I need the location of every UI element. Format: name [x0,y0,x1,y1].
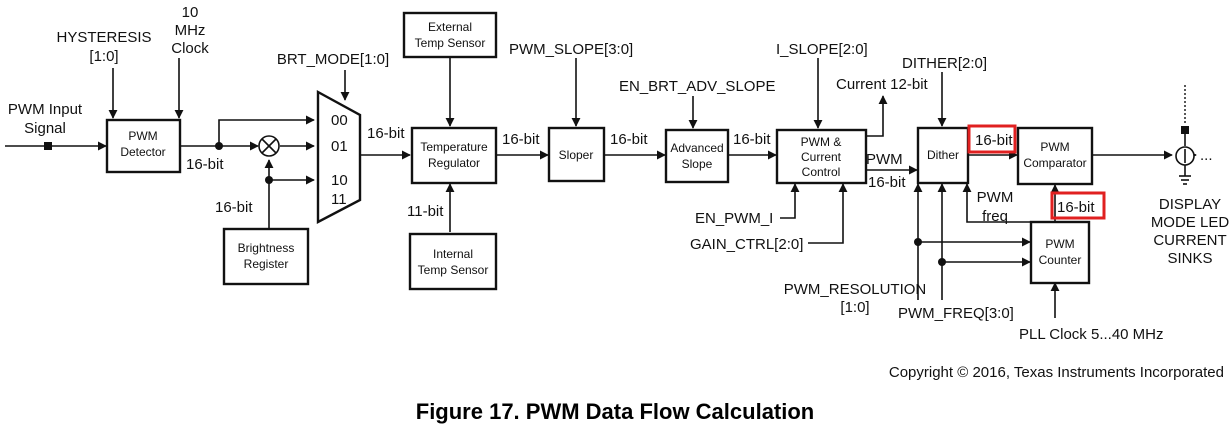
pwm-out-label: PWM [866,151,903,168]
pwm-freq-label: freq [982,208,1008,225]
block-label-line: Temperature [420,140,488,154]
block-label-line: Regulator [428,156,480,170]
gain-ctrl-label: GAIN_CTRL[2:0] [690,236,803,253]
pwm-resolution-label: [1:0] [840,299,869,316]
connections [5,57,1197,318]
pwm-current-control-block: PWM & Current Control [775,128,868,185]
width-label: 16-bit [975,132,1013,149]
clock-label: Clock [171,40,209,57]
signal-labels: PWM Input Signal HYSTERESIS [1:0] 10 MHz… [8,4,1229,343]
figure-caption: Figure 17. PWM Data Flow Calculation [416,399,815,424]
block-label-line: Counter [1039,253,1082,267]
clock-label: 10 [182,4,199,21]
block-label-line: Sloper [559,148,594,162]
multiplier-symbol [258,135,280,157]
display-label: SINKS [1167,250,1212,267]
block-label-line: Control [802,165,841,179]
internal-temp-sensor-block: Internal Temp Sensor [408,232,498,291]
width-label: 16-bit [1057,199,1095,216]
mux-in-00-line [218,115,315,146]
hysteresis-label: HYSTERESIS [56,29,151,46]
pwm-resolution-bus [917,237,1031,300]
block-label-line: External [428,20,472,34]
mux-input-label: 10 [331,172,348,189]
block-label-line: Temp Sensor [418,263,489,277]
pwm-freq-label: PWM [977,189,1014,206]
display-label: MODE LED [1151,214,1230,231]
en-brt-adv-slope-label: EN_BRT_ADV_SLOPE [619,78,775,95]
sloper-block: Sloper [547,126,606,183]
width-label: 16-bit [610,131,648,148]
dither-block: Dither [916,126,970,185]
temperature-regulator-block: Temperature Regulator [410,126,498,185]
external-temp-sensor-block: External Temp Sensor [402,11,498,59]
brightness-register-block: Brightness Register [222,227,310,286]
ellipsis-label: ... [1200,147,1213,164]
block-label-line: Temp Sensor [415,36,486,50]
pwm-input-label: PWM Input [8,101,83,118]
block-label-line: Brightness [238,241,295,255]
en-pwm-i-line [780,183,800,219]
display-label: DISPLAY [1159,196,1221,213]
pwm-detector-block: PWM Detector [105,118,182,174]
i-slope-label: I_SLOPE[2:0] [776,41,868,58]
width-label: 16-bit [502,131,540,148]
en-pwm-i-label: EN_PWM_I [695,210,773,227]
pwm-input-label: Signal [24,120,66,137]
led-current-sink-symbol [1175,85,1195,185]
brt-mode-label: BRT_MODE[1:0] [277,51,389,68]
clock-label: MHz [175,22,206,39]
counter-out-highlight [1050,191,1106,220]
block-label-line: Slope [682,157,713,171]
pll-clock-label: PLL Clock 5...40 MHz [1019,326,1164,343]
width-label: 16-bit [733,131,771,148]
pwm-resolution-label: PWM_RESOLUTION [784,281,927,298]
block-label-line: PWM [128,129,157,143]
block-label-line: PWM [1040,140,1069,154]
pwm-counter-block: PWM Counter [1029,220,1091,285]
pwm-comparator-block: PWM Comparator [1016,126,1094,186]
width-label: 16-bit [186,156,224,173]
current-out-line [866,95,888,137]
current-12bit-label: Current 12-bit [836,76,929,93]
dither-bits-label: DITHER[2:0] [902,55,987,72]
block-label-line: Advanced [670,141,723,155]
pwm-freq-feedback-line [962,183,1030,223]
gain-ctrl-line [808,183,848,244]
width-label: 11-bit [407,203,444,220]
width-label: 16-bit [868,174,906,191]
pwm-slope-label: PWM_SLOPE[3:0] [509,41,633,58]
mux-input-label: 01 [331,138,348,155]
pwm-freq-bits-label: PWM_FREQ[3:0] [898,305,1014,322]
block-label-line: PWM & [801,135,842,149]
mux-input-label: 00 [331,112,348,129]
block-label-line: Internal [433,247,473,261]
block-label-line: Dither [927,148,959,162]
display-label: CURRENT [1153,232,1226,249]
block-label-line: Comparator [1023,156,1086,170]
width-label: 16-bit [367,125,405,142]
width-label: 16-bit [215,199,253,216]
pwm-freq-bus [941,257,1031,300]
block-label-line: Register [244,257,289,271]
input-pin-square [44,142,52,150]
dither-out-highlight [967,124,1017,154]
block-label-line: Current [801,150,842,164]
hysteresis-label: [1:0] [89,48,118,65]
copyright-notice: Copyright © 2016, Texas Instruments Inco… [889,364,1224,381]
block-label-line: PWM [1045,237,1074,251]
mux-input-label: 11 [331,191,347,208]
advanced-slope-block: Advanced Slope [664,128,730,184]
brt-mode-mux [316,89,362,224]
block-label-line: Detector [120,145,165,159]
